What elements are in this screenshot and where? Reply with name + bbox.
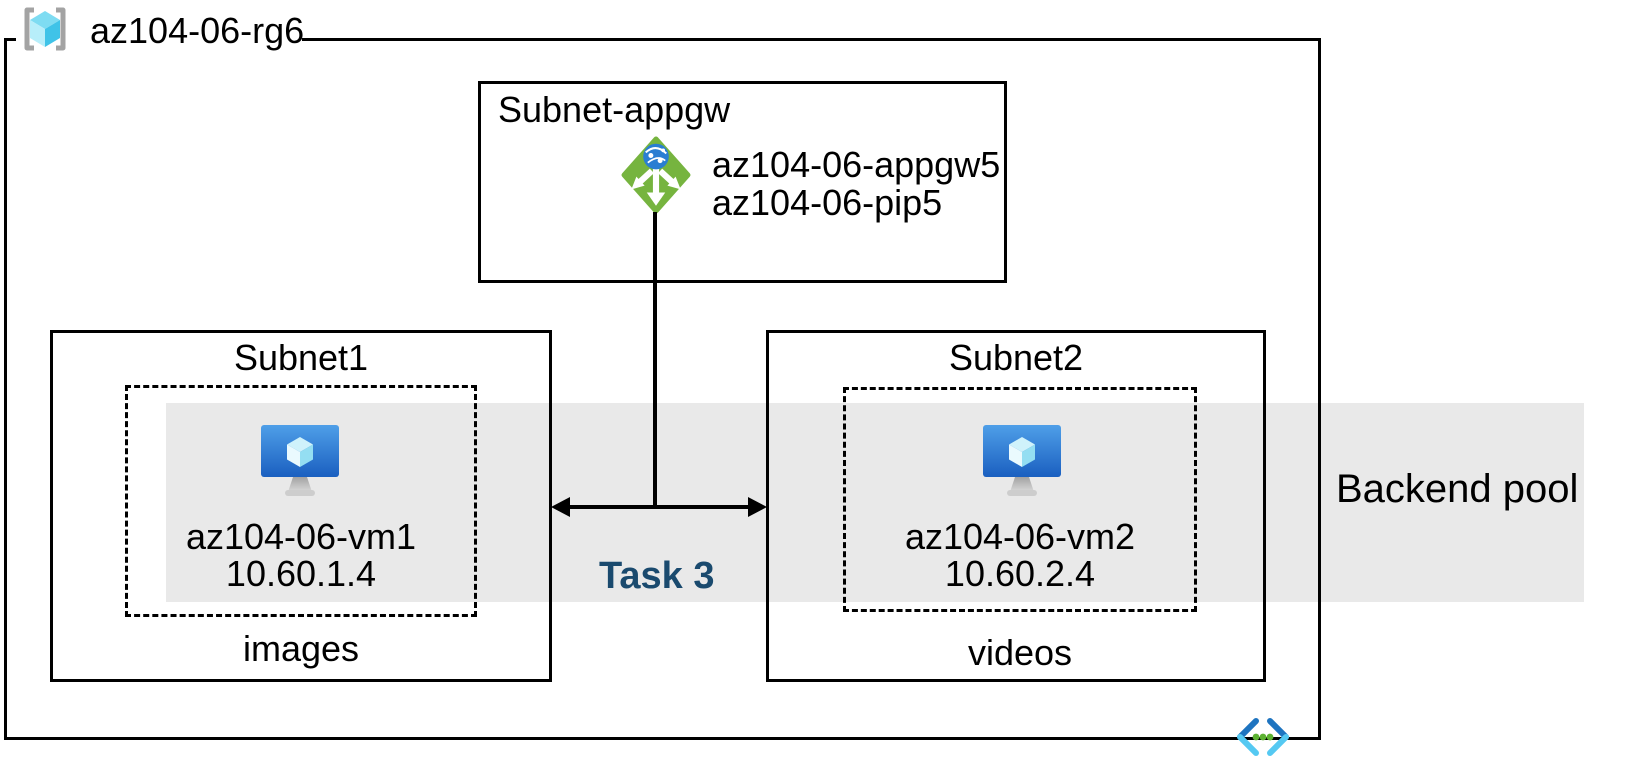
arrowhead-right-icon [748,497,767,517]
appgw-subnet-box: Subnet-appgw az104-06-appgw5 az104-06-pi… [478,81,1007,283]
subnet2-label: Subnet2 [948,337,1084,378]
vm2-text-block: az104-06-vm2 10.60.2.4 [843,518,1197,592]
vm1-name-label: az104-06-vm1 [185,516,417,557]
virtual-machine-icon [261,425,339,496]
resource-group-border-gap [16,35,302,44]
subnet2-app-label: videos [967,632,1073,673]
gateway-double-arrow-line [563,505,753,509]
vm2-name-label: az104-06-vm2 [904,516,1136,557]
pip-name-label: az104-06-pip5 [712,182,943,223]
vm1-text-block: az104-06-vm1 10.60.1.4 [125,518,477,592]
appgw-name-label: az104-06-appgw5 [712,144,1001,185]
appgw-subnet-label: Subnet-appgw [498,89,731,130]
subnet1-label: Subnet1 [233,337,369,378]
resource-group-label: az104-06-rg6 [90,10,305,51]
subnet1-box: Subnet1 az104-06-vm1 10.60.1.4 images [50,330,552,682]
gateway-connector-line [653,212,657,507]
vm2-ip-label: 10.60.2.4 [944,553,1096,594]
application-gateway-icon [621,136,691,214]
virtual-machine-icon [983,425,1061,496]
subnet2-box: Subnet2 az104-06-vm2 10.60.2.4 videos [766,330,1266,682]
resource-group-box [4,38,1321,740]
backend-pool-band [166,403,1584,602]
subnet2-dashed-box [843,387,1197,612]
backend-pool-label: Backend pool [1336,467,1579,511]
virtual-network-icon [1237,718,1289,756]
subnet1-dashed-box [125,385,477,617]
azure-resource-group-icon [24,7,66,51]
arrowhead-left-icon [551,497,570,517]
subnet1-app-label: images [242,628,360,669]
task-label: Task 3 [599,555,715,597]
vm1-ip-label: 10.60.1.4 [225,553,377,594]
